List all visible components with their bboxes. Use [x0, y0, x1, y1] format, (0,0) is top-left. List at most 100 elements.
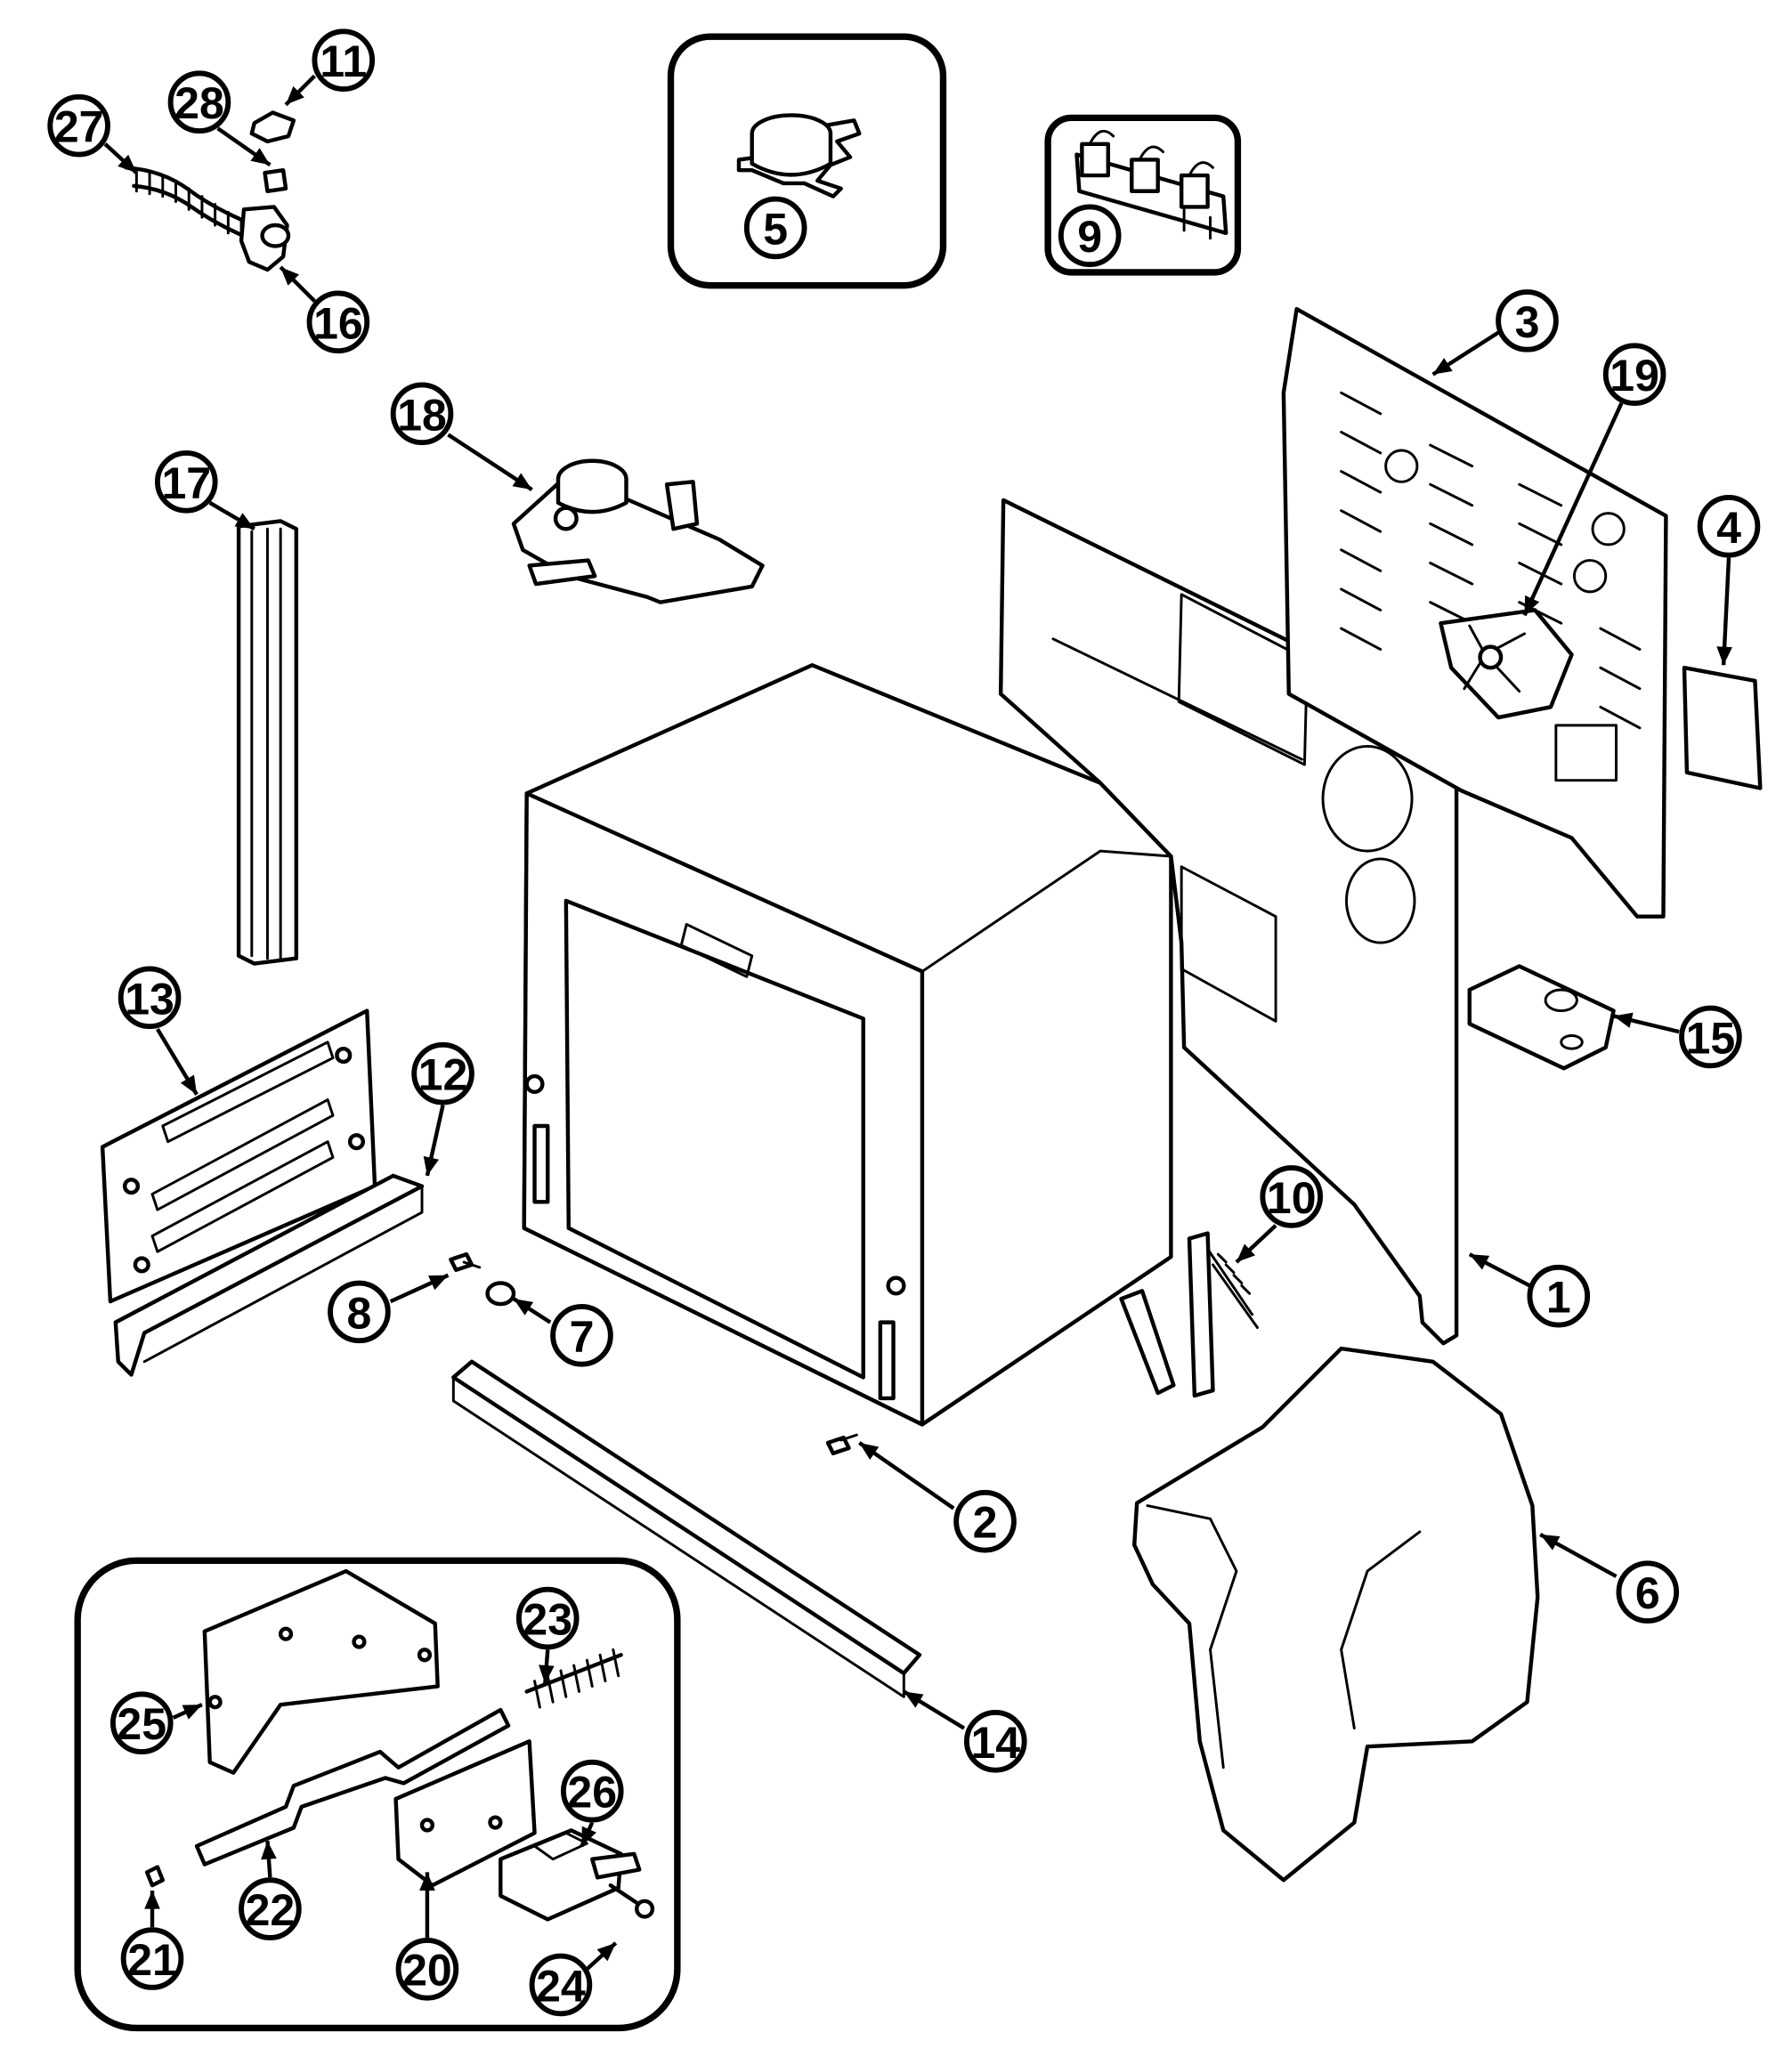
leader-line-2: [858, 1441, 955, 1510]
callout-number-22: 22: [246, 1885, 296, 1935]
callout-15: 15: [1679, 1005, 1742, 1069]
callout-circle-3: [1496, 289, 1559, 352]
leader-arrowhead-20: [419, 1872, 435, 1891]
callout-number-24: 24: [536, 1961, 586, 2011]
callout-number-5: 5: [763, 204, 788, 254]
leader-arrowhead-19: [1524, 595, 1540, 616]
callout-circle-17: [154, 449, 218, 514]
callout-2: 2: [953, 1489, 1017, 1553]
callout-number-12: 12: [418, 1050, 468, 1100]
leader-arrowhead-28: [250, 148, 271, 166]
callout-circle-1: [1527, 1264, 1591, 1328]
callout-number-11: 11: [320, 36, 367, 86]
callout-23: 23: [515, 1586, 580, 1650]
inset-box-latch-assembly: [74, 1557, 681, 2032]
callout-25: 25: [109, 1691, 174, 1755]
leader-arrowhead-24: [596, 1942, 616, 1962]
callout-number-1: 1: [1546, 1273, 1571, 1323]
callout-circle-23: [515, 1586, 580, 1650]
leader-arrowhead-14: [904, 1691, 924, 1708]
part-4-access-cover: [1682, 665, 1763, 790]
part-9-terminal-block: [1074, 129, 1228, 240]
callout-14: 14: [963, 1710, 1027, 1773]
callout-28: 28: [167, 70, 231, 134]
callout-3: 3: [1496, 289, 1559, 352]
part-21-small-clip: [144, 1865, 165, 1888]
inset-box-part-9: [1044, 114, 1242, 276]
leader-arrowhead-15: [1613, 1012, 1634, 1028]
callout-20: 20: [395, 1937, 459, 2001]
callout-circle-14: [963, 1710, 1027, 1773]
callout-1: 1: [1527, 1264, 1591, 1328]
part-10-door-hinge: [1119, 1231, 1259, 1398]
callout-number-23: 23: [523, 1595, 572, 1645]
leader-arrowhead-21: [144, 1891, 160, 1909]
leader-arrowhead-3: [1432, 358, 1453, 375]
part-27-16-cord-assembly: [124, 110, 296, 272]
leader-arrowhead-8: [428, 1275, 449, 1291]
callout-27: 27: [47, 93, 110, 158]
leader-arrowhead-23: [539, 1664, 555, 1684]
callout-4: 4: [1697, 495, 1761, 558]
part-7-nut: [485, 1281, 516, 1307]
callout-number-17: 17: [161, 458, 211, 508]
callout-number-26: 26: [567, 1768, 617, 1818]
callout-circle-19: [1602, 343, 1666, 406]
callout-circle-9: [1058, 204, 1122, 268]
part-17-side-rail: [236, 519, 299, 966]
callout-circle-22: [239, 1877, 302, 1940]
callout-number-2: 2: [973, 1498, 998, 1548]
callout-24: 24: [529, 1953, 593, 2017]
callout-10: 10: [1260, 1165, 1324, 1228]
callout-number-10: 10: [1267, 1173, 1317, 1223]
part-13-front-panel: [100, 1008, 377, 1304]
callout-circle-16: [306, 290, 370, 354]
callout-5: 5: [743, 196, 807, 260]
leader-arrowhead-25: [182, 1705, 202, 1720]
part-25-latch-bracket: [202, 1568, 440, 1775]
callout-number-4: 4: [1716, 503, 1741, 553]
part-15-mounting-bracket: [1467, 964, 1616, 1071]
callout-circle-27: [47, 93, 110, 158]
callout-17: 17: [154, 449, 218, 514]
callout-number-18: 18: [397, 390, 447, 440]
callout-9: 9: [1058, 204, 1122, 268]
callout-circle-2: [953, 1489, 1017, 1553]
callout-number-3: 3: [1515, 297, 1540, 347]
leader-arrowhead-26: [581, 1826, 596, 1847]
callout-13: 13: [118, 966, 182, 1030]
callout-21: 21: [120, 1927, 184, 1990]
callout-number-16: 16: [313, 298, 363, 348]
callout-11: 11: [312, 28, 376, 92]
leader-arrowhead-6: [1540, 1534, 1561, 1551]
callout-6: 6: [1616, 1560, 1680, 1624]
part-26-micro-switch: [499, 1828, 642, 1922]
leader-arrowhead-22: [261, 1841, 277, 1860]
leader-arrowhead-1: [1469, 1254, 1490, 1270]
callout-circle-6: [1616, 1560, 1680, 1624]
callout-labels: 1234567891011121314151617181920212223242…: [47, 28, 1761, 2017]
callout-number-19: 19: [1610, 351, 1659, 401]
callout-26: 26: [560, 1759, 624, 1823]
callout-circle-24: [529, 1953, 593, 2017]
callout-number-7: 7: [570, 1312, 595, 1362]
leader-arrowhead-10: [1236, 1243, 1256, 1262]
callout-circle-26: [560, 1759, 624, 1823]
leader-lines: [103, 74, 1732, 1971]
callout-number-6: 6: [1635, 1568, 1660, 1618]
callout-8: 8: [328, 1280, 391, 1344]
callout-circle-12: [411, 1041, 474, 1105]
inset-box-part-5: [667, 33, 947, 289]
part-3-rear-panel: [1281, 306, 1668, 919]
part-5-thermostat: [736, 113, 862, 198]
callout-number-21: 21: [127, 1935, 177, 1985]
part-2-screw: [825, 1433, 858, 1455]
callout-circle-10: [1260, 1165, 1324, 1228]
callout-22: 22: [239, 1877, 302, 1940]
leader-arrowhead-13: [180, 1074, 198, 1095]
part-19-cooling-fan: [1439, 608, 1574, 720]
callout-number-25: 25: [117, 1699, 166, 1749]
callout-12: 12: [411, 1041, 474, 1105]
part-12-trim-strip: [113, 1173, 425, 1377]
